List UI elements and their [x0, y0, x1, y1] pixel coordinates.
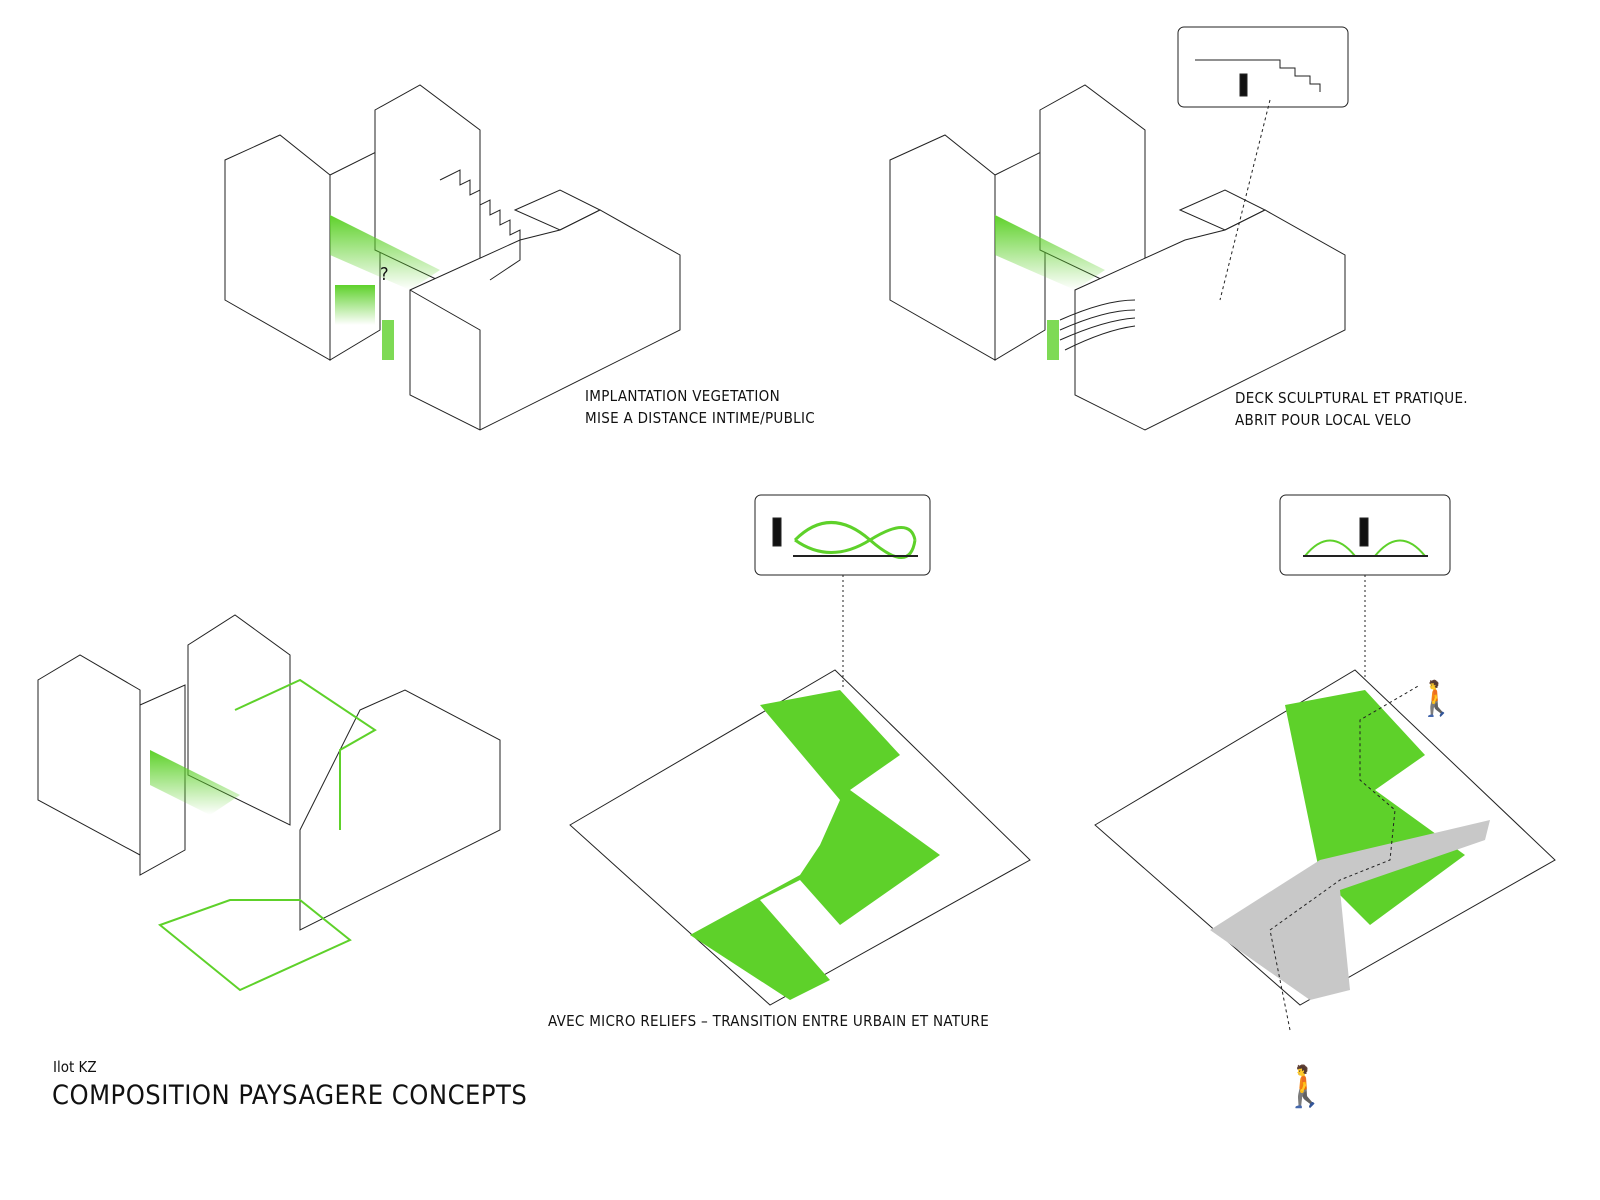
- building-diagram-outline: [37, 614, 501, 992]
- inset-box-bike-shelter: [1177, 26, 1349, 301]
- building-diagram-deck: [889, 84, 1346, 431]
- project-subtitle: Ilot KZ: [53, 1058, 97, 1076]
- caption-micro-reliefs: AVEC MICRO RELIEFS – TRANSITION ENTRE UR…: [548, 1012, 990, 1030]
- walking-person-icon: 🚶: [1415, 679, 1457, 719]
- caption-line: DECK SCULPTURAL ET PRATIQUE.: [1235, 389, 1468, 407]
- page-title: COMPOSITION PAYSAGERE CONCEPTS: [52, 1080, 528, 1111]
- person-question-icon: ?: [380, 264, 389, 285]
- caption-line: ABRIT POUR LOCAL VELO: [1235, 411, 1412, 429]
- walking-person-icon: 🚶: [1280, 1063, 1330, 1110]
- caption-vegetation: IMPLANTATION VEGETATION MISE A DISTANCE …: [585, 385, 815, 429]
- caption-line: IMPLANTATION VEGETATION: [585, 387, 781, 405]
- caption-line: MISE A DISTANCE INTIME/PUBLIC: [585, 409, 815, 427]
- landscape-plan-paths: 🚶 🚶: [1094, 494, 1556, 1110]
- caption-deck: DECK SCULPTURAL ET PRATIQUE. ABRIT POUR …: [1235, 387, 1468, 431]
- stairs: [439, 169, 521, 281]
- building-diagram-vegetation: ?: [224, 84, 681, 431]
- landscape-plan-micro-reliefs: [569, 494, 1031, 1006]
